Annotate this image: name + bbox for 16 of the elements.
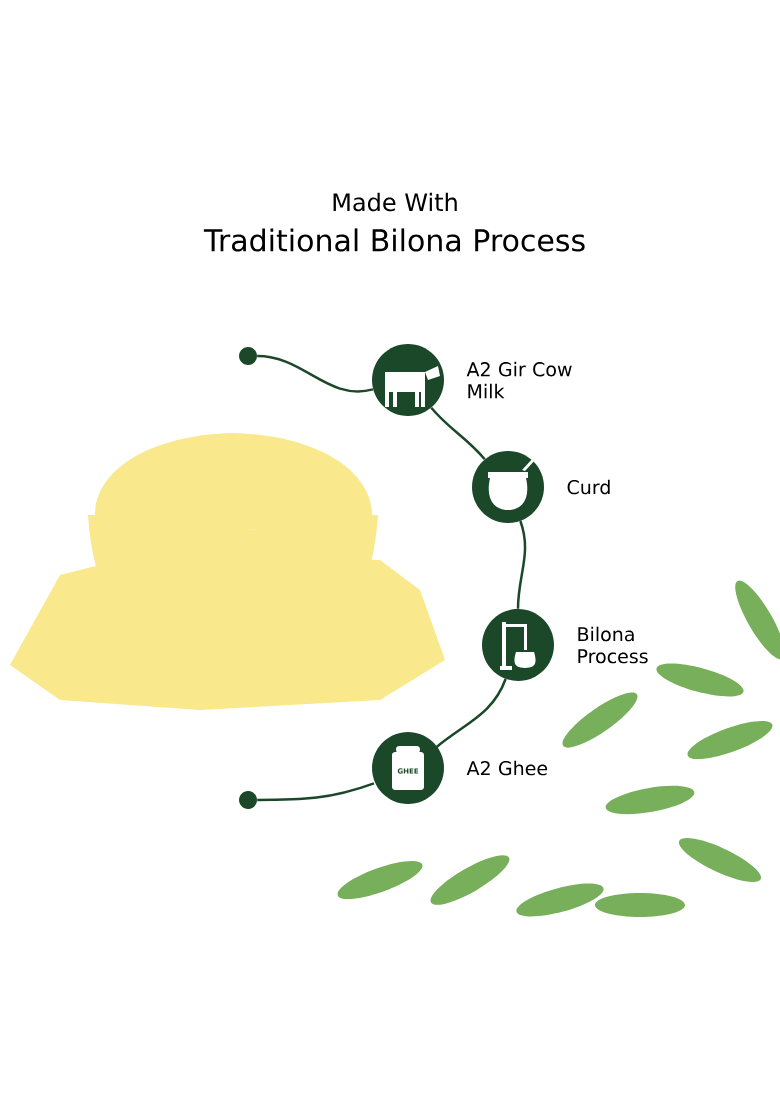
connector-line xyxy=(434,678,507,749)
icon-circle xyxy=(372,344,444,416)
connector-line xyxy=(257,782,375,802)
icon-circle xyxy=(482,609,554,681)
line-end-dot xyxy=(239,347,257,365)
step-label: A2 Gir Cow Milk xyxy=(466,361,572,399)
step-label: A2 Ghee xyxy=(466,760,548,776)
title: Traditional Bilona Process xyxy=(203,228,585,252)
step-label: Bilona Process xyxy=(578,626,648,664)
icon-circle xyxy=(472,451,544,523)
connector-line xyxy=(516,520,527,609)
line-end-dot xyxy=(239,791,257,809)
heading: Made With xyxy=(333,192,457,212)
step-label: Curd xyxy=(567,479,610,495)
connector-line xyxy=(430,406,486,461)
connector-line xyxy=(257,354,374,393)
